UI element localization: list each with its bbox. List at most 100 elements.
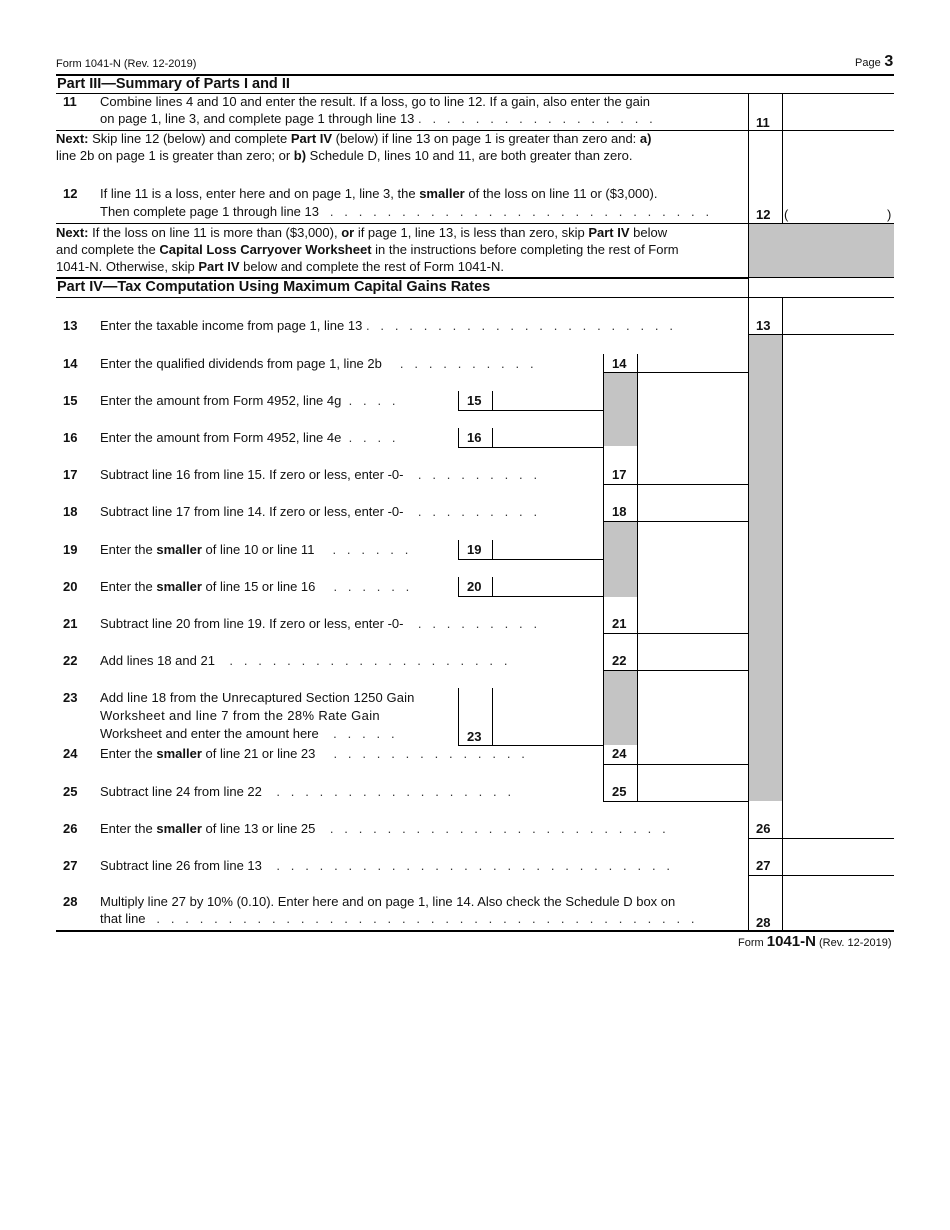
mid-col-top <box>603 354 604 355</box>
line-24-number: 24 <box>63 746 78 761</box>
line-22-rule <box>603 670 748 671</box>
line-21-amount-field[interactable] <box>638 597 748 633</box>
line-16-box-label: 16 <box>467 430 482 445</box>
line-17-text: Subtract line 16 from line 15. If zero o… <box>100 467 537 483</box>
next2-label: Next: <box>56 225 89 240</box>
form-revision-header: Form 1041-N (Rev. 12-2019) <box>56 58 197 70</box>
next2-i: in the instructions before completing th… <box>371 242 679 257</box>
line-25-box-label: 25 <box>612 784 627 799</box>
leader-dots: . . . . . . . . . . . . . . . . . . . . <box>214 653 508 668</box>
part4-top-rule <box>56 277 894 279</box>
line-21-text: Subtract line 20 from line 19. If zero o… <box>100 616 537 632</box>
line-13-number: 13 <box>63 318 78 333</box>
line-12-amount-field[interactable] <box>790 186 886 222</box>
form-bottom-rule <box>56 930 894 932</box>
line-17-number: 17 <box>63 467 78 482</box>
line-28-amount-field[interactable] <box>783 876 894 930</box>
next2-part4b: Part IV <box>198 259 240 274</box>
line-25-number: 25 <box>63 784 78 799</box>
line-19-rule <box>458 559 603 560</box>
line-12-text-2: Then complete page 1 through line 13 . .… <box>100 204 709 220</box>
line-18-box-label: 18 <box>612 504 627 519</box>
page-label: Page <box>855 57 881 69</box>
line-17-rule <box>603 484 748 485</box>
line-20-rule <box>458 596 603 597</box>
l14-text: Enter the qualified dividends from page … <box>100 356 382 371</box>
next2-b: If the loss on line 11 is more than ($3,… <box>88 225 342 240</box>
line-14-number: 14 <box>63 356 78 371</box>
footer-rev: (Rev. 12-2019) <box>815 937 892 949</box>
line-17-amount-field[interactable] <box>638 448 748 484</box>
shaded-area-next <box>749 224 894 278</box>
line-23-box-label: 23 <box>467 729 482 744</box>
line-26-text: Enter the smaller of line 13 or line 25 … <box>100 821 666 837</box>
line-27-amount-field[interactable] <box>783 839 894 875</box>
leader-dots: . . . . . . . . . . . . . . . . . . . . … <box>315 821 666 836</box>
line-15-amount-field[interactable] <box>493 391 603 410</box>
line-16-amount-field[interactable] <box>493 428 603 447</box>
line-13-rule <box>748 334 894 335</box>
l12-text-a: If line 11 is a loss, enter here and on … <box>100 186 420 201</box>
line-23-number: 23 <box>63 690 78 705</box>
line-19-number: 19 <box>63 542 78 557</box>
leader-dots: . . . . . . . . . . . . . . . . . . . . … <box>362 318 673 333</box>
line-11-number: 11 <box>63 94 77 109</box>
line-24-box-label: 24 <box>612 746 627 761</box>
next2-worksheet: Capital Loss Carryover Worksheet <box>159 242 372 257</box>
line-26-amount-field[interactable] <box>783 802 894 838</box>
line-11-text-2-label: on page 1, line 3, and complete page 1 t… <box>100 111 415 126</box>
line-17-box-label: 17 <box>612 467 627 482</box>
line-21-rule <box>603 633 748 634</box>
l15-box-left <box>458 391 459 410</box>
line-23-rule <box>458 745 603 746</box>
l15-box-mid <box>492 391 493 410</box>
leader-dots: . . . . . . <box>315 579 410 594</box>
line-13-box-label: 13 <box>756 318 771 333</box>
line-20-amount-field[interactable] <box>493 577 603 596</box>
line-14-rule <box>603 372 748 373</box>
l16-box-left <box>458 428 459 447</box>
line-12-paren-open: ( <box>784 207 789 222</box>
l19-text-c: of line 10 or line 11 <box>201 542 315 557</box>
line-12-text-1: If line 11 is a loss, enter here and on … <box>100 186 657 202</box>
line-20-number: 20 <box>63 579 78 594</box>
next1-text-h: Schedule D, lines 10 and 11, are both gr… <box>306 148 633 163</box>
leader-dots: . . . . . . . . . <box>403 616 538 631</box>
l12-text-2: Then complete page 1 through line 13 <box>100 204 319 219</box>
line-18-text: Subtract line 17 from line 14. If zero o… <box>100 504 537 520</box>
line-12-paren-close: ) <box>887 207 892 222</box>
l20-text-a: Enter the <box>100 579 157 594</box>
l23-box-mid <box>492 688 493 745</box>
line-16-number: 16 <box>63 430 78 445</box>
l20-box-left <box>458 577 459 596</box>
next2-or: or <box>341 225 355 240</box>
shade-19-20 <box>604 522 637 597</box>
next2-d: if page 1, line 13, is less than zero, s… <box>354 225 589 240</box>
line-24-amount-field[interactable] <box>638 746 748 764</box>
l26-smaller: smaller <box>156 821 202 836</box>
line-18-number: 18 <box>63 504 78 519</box>
shaded-col-part4 <box>749 335 782 801</box>
next1-b: b) <box>293 148 307 163</box>
line-15-text: Enter the amount from Form 4952, line 4g… <box>100 393 396 409</box>
next2-part4: Part IV <box>588 225 630 240</box>
line-19-box-label: 19 <box>467 542 482 557</box>
line-19-amount-field[interactable] <box>493 540 603 559</box>
next2-g: and complete the <box>56 242 160 257</box>
line-11-amount-field[interactable] <box>783 94 894 130</box>
title-bg-cover <box>749 278 894 297</box>
leader-dots: . . . . <box>341 430 396 445</box>
line-23-amount-field[interactable] <box>493 688 603 745</box>
line-22-amount-field[interactable] <box>638 634 748 670</box>
l12-text-c: of the loss on line 11 or ($3,000). <box>464 186 658 201</box>
leader-dots: . . . . . . . . . . . . . . . . . <box>261 784 512 799</box>
mid-col-num-border <box>637 354 638 802</box>
form-footer: Form 1041-N (Rev. 12-2019) <box>738 934 892 951</box>
line-12-rule <box>56 223 894 224</box>
line-18-amount-field[interactable] <box>638 485 748 521</box>
line-23-text-1: Add line 18 from the Unrecaptured Sectio… <box>100 690 415 705</box>
line-25-amount-field[interactable] <box>638 765 748 801</box>
line-13-amount-field[interactable] <box>783 298 894 334</box>
line-14-amount-field[interactable] <box>638 354 748 372</box>
part3-title-rule <box>56 93 894 94</box>
